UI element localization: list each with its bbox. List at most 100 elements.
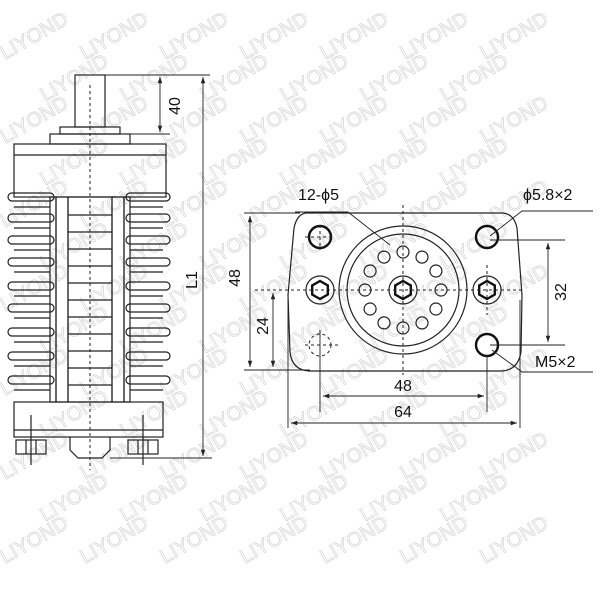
nut-left	[15, 415, 47, 465]
dim-hole-spacing-h-label: 48	[394, 378, 412, 395]
watermark-text: LIYOND	[197, 218, 272, 274]
watermark-text: LIYOND	[397, 428, 472, 484]
watermark-text: LIYOND	[157, 428, 232, 484]
watermark-text: LIYOND	[37, 302, 112, 358]
base	[13, 401, 164, 438]
fin	[125, 375, 171, 385]
side-view: 40 L1	[7, 74, 212, 470]
fin	[125, 235, 171, 245]
fin	[125, 257, 171, 267]
small-hole	[396, 245, 410, 259]
dim-half-height-label: 24	[255, 317, 272, 335]
watermark-text: LIYOND	[37, 470, 112, 526]
watermark-text: LIYOND	[37, 134, 112, 190]
watermark-text: LIYOND	[357, 470, 432, 526]
watermark-text: LIYOND	[37, 386, 112, 442]
watermark-text: LIYOND	[157, 512, 232, 568]
watermark-text: LIYOND	[197, 50, 272, 106]
watermark-text: LIYOND	[0, 176, 72, 232]
watermark-text: LIYOND	[397, 176, 472, 232]
small-hole	[415, 250, 429, 264]
watermark-text: LIYOND	[237, 8, 312, 64]
watermark-text: LIYOND	[277, 134, 352, 190]
fin	[125, 351, 171, 361]
dim-height-label: 48	[227, 269, 244, 287]
dim-hole-spacing-v-label: 32	[553, 283, 570, 301]
watermark-text: LIYOND	[357, 50, 432, 106]
watermark-text: LIYOND	[237, 92, 312, 148]
fin	[7, 257, 55, 267]
watermark-text: LIYOND	[397, 8, 472, 64]
watermark-text: LIYOND	[77, 260, 152, 316]
watermark-text: LIYOND	[157, 8, 232, 64]
watermark-text: LIYOND	[437, 470, 512, 526]
watermark-text: LIYOND	[477, 176, 552, 232]
mount-hole	[474, 224, 500, 250]
watermark-text: LIYOND	[77, 92, 152, 148]
fin	[7, 281, 55, 291]
dim-top-label: 40	[167, 97, 184, 115]
watermark-text: LIYOND	[277, 470, 352, 526]
watermark-text: LIYOND	[77, 8, 152, 64]
fin	[7, 351, 55, 361]
hole-pattern-label: 12-ϕ5	[298, 187, 339, 204]
watermark-text: LIYOND	[77, 176, 152, 232]
fin	[125, 303, 171, 313]
fin	[125, 281, 171, 291]
fin	[7, 235, 55, 245]
watermark-text: LIYOND	[197, 386, 272, 442]
small-hole	[415, 316, 429, 330]
watermark-text: LIYOND	[477, 8, 552, 64]
watermark-text: LIYOND	[437, 134, 512, 190]
small-hole	[429, 264, 443, 278]
watermark-text: LIYOND	[317, 8, 392, 64]
thread-label: M5×2	[535, 354, 576, 371]
watermark-text: LIYOND	[0, 92, 72, 148]
watermark-text: LIYOND	[357, 302, 432, 358]
cooling-fins	[7, 192, 171, 391]
fin	[7, 303, 55, 313]
watermark-text: LIYOND	[397, 512, 472, 568]
watermark-text: LIYOND	[317, 428, 392, 484]
fin	[125, 327, 171, 337]
watermark-text: LIYOND	[197, 470, 272, 526]
flange-plate	[287, 212, 523, 372]
fin	[7, 213, 55, 223]
watermark-text: LIYOND	[77, 512, 152, 568]
watermark-text: LIYOND	[437, 302, 512, 358]
watermark-text: LIYOND	[157, 176, 232, 232]
watermark-text: LIYOND	[397, 260, 472, 316]
watermark-text: LIYOND	[237, 176, 312, 232]
watermark-text: LIYOND	[437, 386, 512, 442]
watermark-text: LIYOND	[37, 50, 112, 106]
fin	[7, 375, 55, 385]
small-hole	[429, 302, 443, 316]
nut-right	[127, 415, 159, 465]
watermark-text: LIYOND	[397, 92, 472, 148]
watermark-text: LIYOND	[237, 428, 312, 484]
watermark-text: LIYOND	[117, 470, 192, 526]
dim-length-label: L1	[184, 271, 201, 289]
mount-hole-label: ϕ5.8×2	[523, 187, 573, 204]
watermark-text: LIYOND	[357, 134, 432, 190]
watermark-text: LIYOND	[197, 134, 272, 190]
watermark-text: LIYOND	[117, 386, 192, 442]
small-hole	[377, 250, 391, 264]
small-hole	[363, 302, 377, 316]
watermark-text: LIYOND	[477, 512, 552, 568]
hex-nut-icon	[394, 279, 412, 301]
small-hole	[377, 316, 391, 330]
watermark-text: LIYOND	[237, 512, 312, 568]
flange-view: 48 24 32 48 64 12-ϕ5 ϕ5.8×2 M5×2	[227, 187, 593, 428]
watermark-text: LIYOND	[117, 134, 192, 190]
watermark-text: LIYOND	[0, 512, 72, 568]
watermark-text: LIYOND	[117, 302, 192, 358]
watermark-text: LIYOND	[237, 344, 312, 400]
hex-nut-icon	[478, 279, 496, 301]
watermark-text: LIYOND	[477, 260, 552, 316]
hex-nut-icon	[311, 279, 329, 301]
fin	[7, 327, 55, 337]
watermark-text: LIYOND	[237, 260, 312, 316]
